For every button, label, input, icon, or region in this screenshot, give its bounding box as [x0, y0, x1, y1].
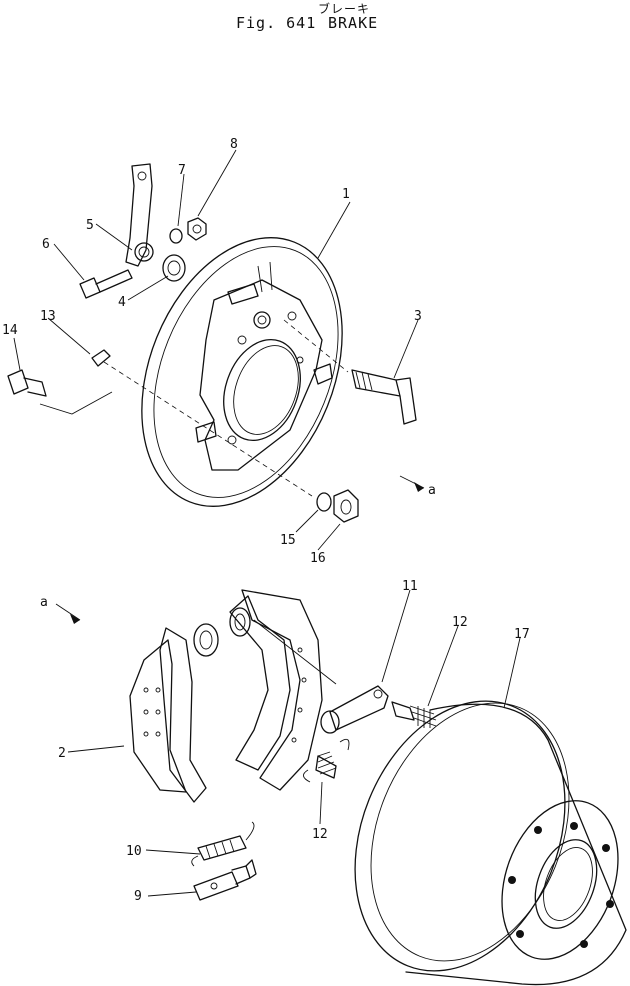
callout-12-lower: 12: [312, 827, 328, 842]
lever-bolt: [79, 269, 133, 299]
callout-4: 4: [118, 295, 126, 310]
mounting-nut: [333, 489, 359, 523]
japanese-title: ブレーキ: [318, 2, 371, 16]
brake-lever: [125, 163, 154, 267]
camshaft: [351, 369, 417, 425]
callout-12-upper: 12: [452, 615, 468, 630]
brake-drum: [354, 700, 627, 986]
lever-nut: [187, 217, 207, 241]
link-plate: [320, 685, 389, 734]
callout-14: 14: [2, 323, 18, 338]
callout-16: 16: [310, 551, 326, 566]
callout-11: 11: [402, 579, 418, 594]
mounting-bolt: [7, 369, 47, 397]
callout-5: 5: [86, 218, 94, 233]
backing-plate: [141, 237, 343, 507]
callout-1: 1: [342, 187, 350, 202]
callout-7: 7: [178, 163, 186, 178]
callout-10: 10: [126, 844, 142, 859]
brake-shoe-rear: [229, 589, 323, 791]
set-screw: [91, 349, 111, 367]
flat-washer: [162, 254, 186, 282]
mounting-washer: [316, 492, 332, 512]
lock-washer: [169, 228, 183, 244]
return-spring: [191, 821, 255, 867]
view-label-a-top: a: [428, 483, 436, 498]
spring-lower: [303, 738, 350, 783]
view-label-a-bottom: a: [40, 595, 48, 610]
callout-2: 2: [58, 746, 66, 761]
callout-9: 9: [134, 889, 142, 904]
callout-6: 6: [42, 237, 50, 252]
callout-3: 3: [414, 309, 422, 324]
callout-13: 13: [40, 309, 56, 324]
spring-pin-upper: [391, 701, 437, 728]
callout-17: 17: [514, 627, 530, 642]
callout-15: 15: [280, 533, 296, 548]
brake-shoe-front: [129, 623, 219, 803]
figure-label: Fig. 641: [236, 14, 317, 32]
adjuster: [193, 859, 257, 901]
part-name: BRAKE: [328, 14, 379, 32]
callout-8: 8: [230, 137, 238, 152]
